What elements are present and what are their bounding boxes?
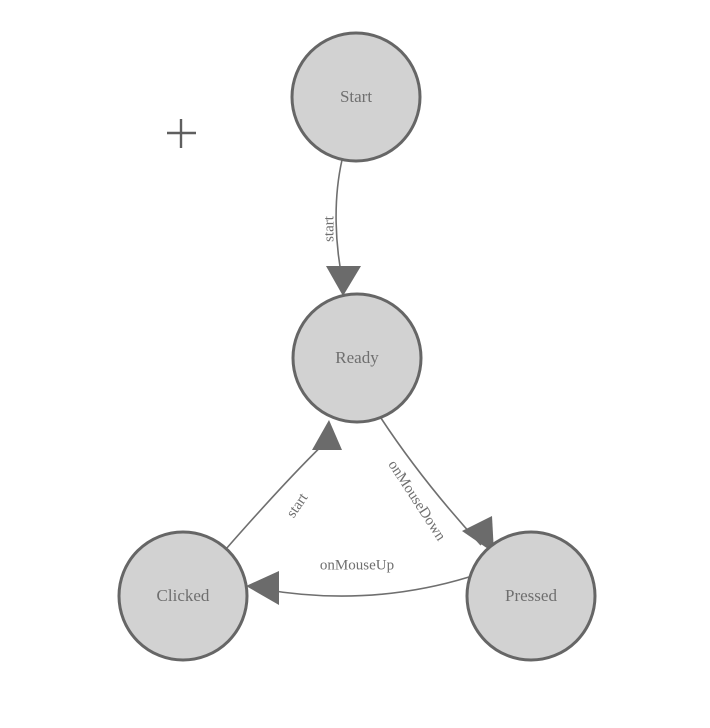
node-circle [291,292,423,424]
edge-label-start-to-ready: start [321,215,337,242]
node-label: Pressed [505,586,557,605]
node-layer: Start Ready Clicked Pressed [117,31,597,662]
node-start[interactable]: Start [290,31,422,163]
node-clicked[interactable]: Clicked [117,530,249,662]
edge-path [261,576,470,597]
edge-label-pressed-to-clicked: onMouseUp [320,557,394,573]
edge-layer [225,159,494,605]
arrowhead-icon [462,516,494,553]
node-label: Ready [335,348,379,367]
edge-start-to-ready[interactable] [326,159,361,296]
edge-pressed-to-clicked[interactable] [246,571,470,605]
node-ready[interactable]: Ready [291,292,423,424]
edge-ready-to-pressed[interactable] [376,411,494,553]
node-label: Clicked [157,586,210,605]
node-pressed[interactable]: Pressed [465,530,597,662]
edge-label-ready-to-pressed: onMouseDown [385,458,449,545]
node-circle [290,31,422,163]
arrowhead-icon [246,571,279,605]
node-circle [117,530,249,662]
node-label: Start [340,87,372,106]
edge-clicked-to-ready[interactable] [225,420,342,550]
crosshair-icon [167,119,196,148]
edge-path [225,436,332,550]
node-circle [465,530,597,662]
arrowhead-icon [326,266,361,296]
arrowhead-icon [312,420,342,450]
edge-label-clicked-to-ready: start [284,490,312,521]
